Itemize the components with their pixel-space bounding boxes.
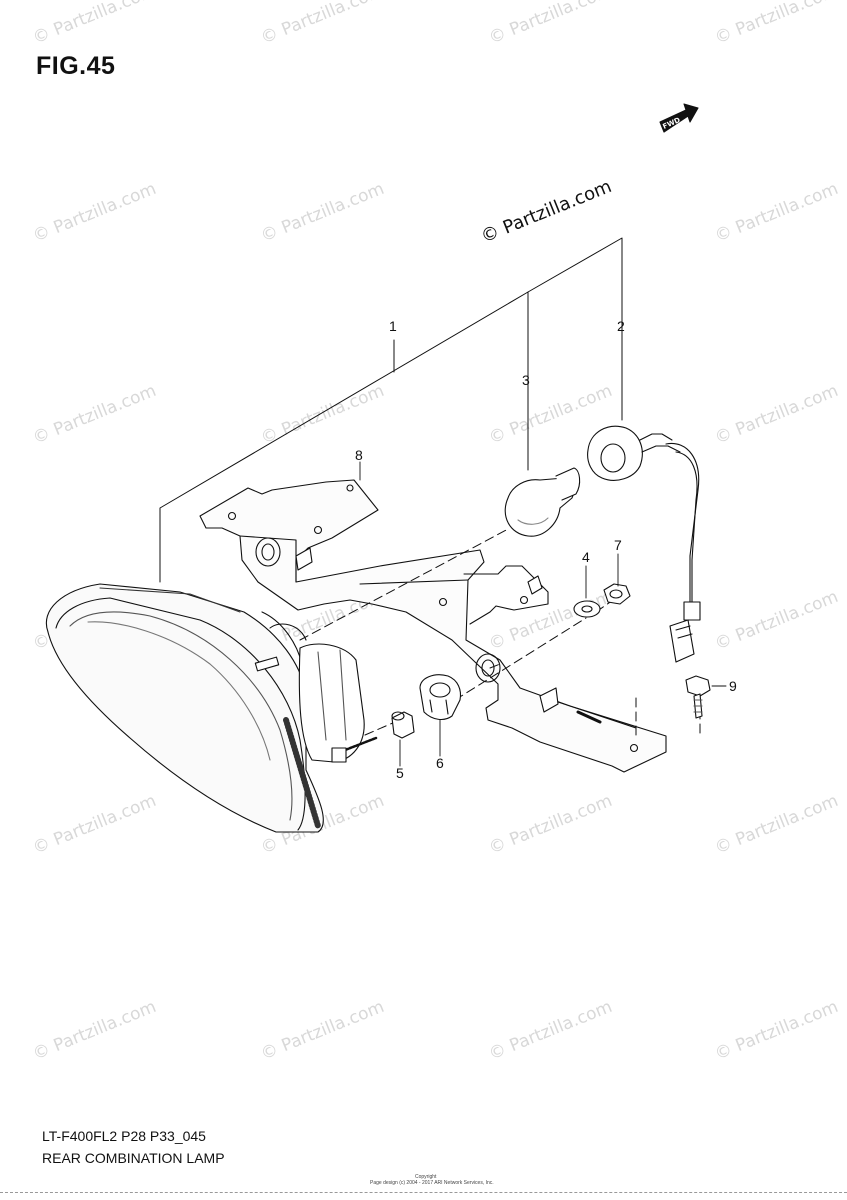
- diagram-name: REAR COMBINATION LAMP: [42, 1150, 225, 1166]
- leader-lines: [359, 461, 727, 767]
- washer: [573, 600, 601, 618]
- assembly-bracket-lines: [159, 237, 623, 583]
- callout-7: 7: [614, 537, 622, 553]
- footer-copyright-text: Page design (c) 2004 - 2017 ARI Network …: [370, 1180, 494, 1186]
- diagram-code: LT-F400FL2 P28 P33_045: [42, 1128, 206, 1144]
- callout-8: 8: [355, 447, 363, 463]
- bolt: [685, 675, 711, 719]
- callout-2: 2: [617, 318, 625, 334]
- bulb: [504, 467, 581, 537]
- callout-3: 3: [522, 372, 530, 388]
- socket-harness: [587, 425, 701, 663]
- fwd-label: FWD: [662, 116, 682, 131]
- callout-1: 1: [389, 318, 397, 334]
- callout-5: 5: [396, 765, 404, 781]
- grommet-nut: [419, 674, 462, 721]
- callout-9: 9: [729, 678, 737, 694]
- callout-4: 4: [582, 549, 590, 565]
- footer-copyright-label: Copyright: [415, 1174, 437, 1180]
- lamp-housing: [45, 583, 378, 833]
- callout-6: 6: [436, 755, 444, 771]
- fwd-arrow-icon: FWD: [659, 103, 699, 133]
- mounting-bracket: [199, 479, 667, 773]
- figure-title: FIG.45: [36, 52, 116, 80]
- bottom-divider: [0, 1192, 847, 1193]
- nut: [603, 583, 631, 605]
- collar: [391, 711, 415, 739]
